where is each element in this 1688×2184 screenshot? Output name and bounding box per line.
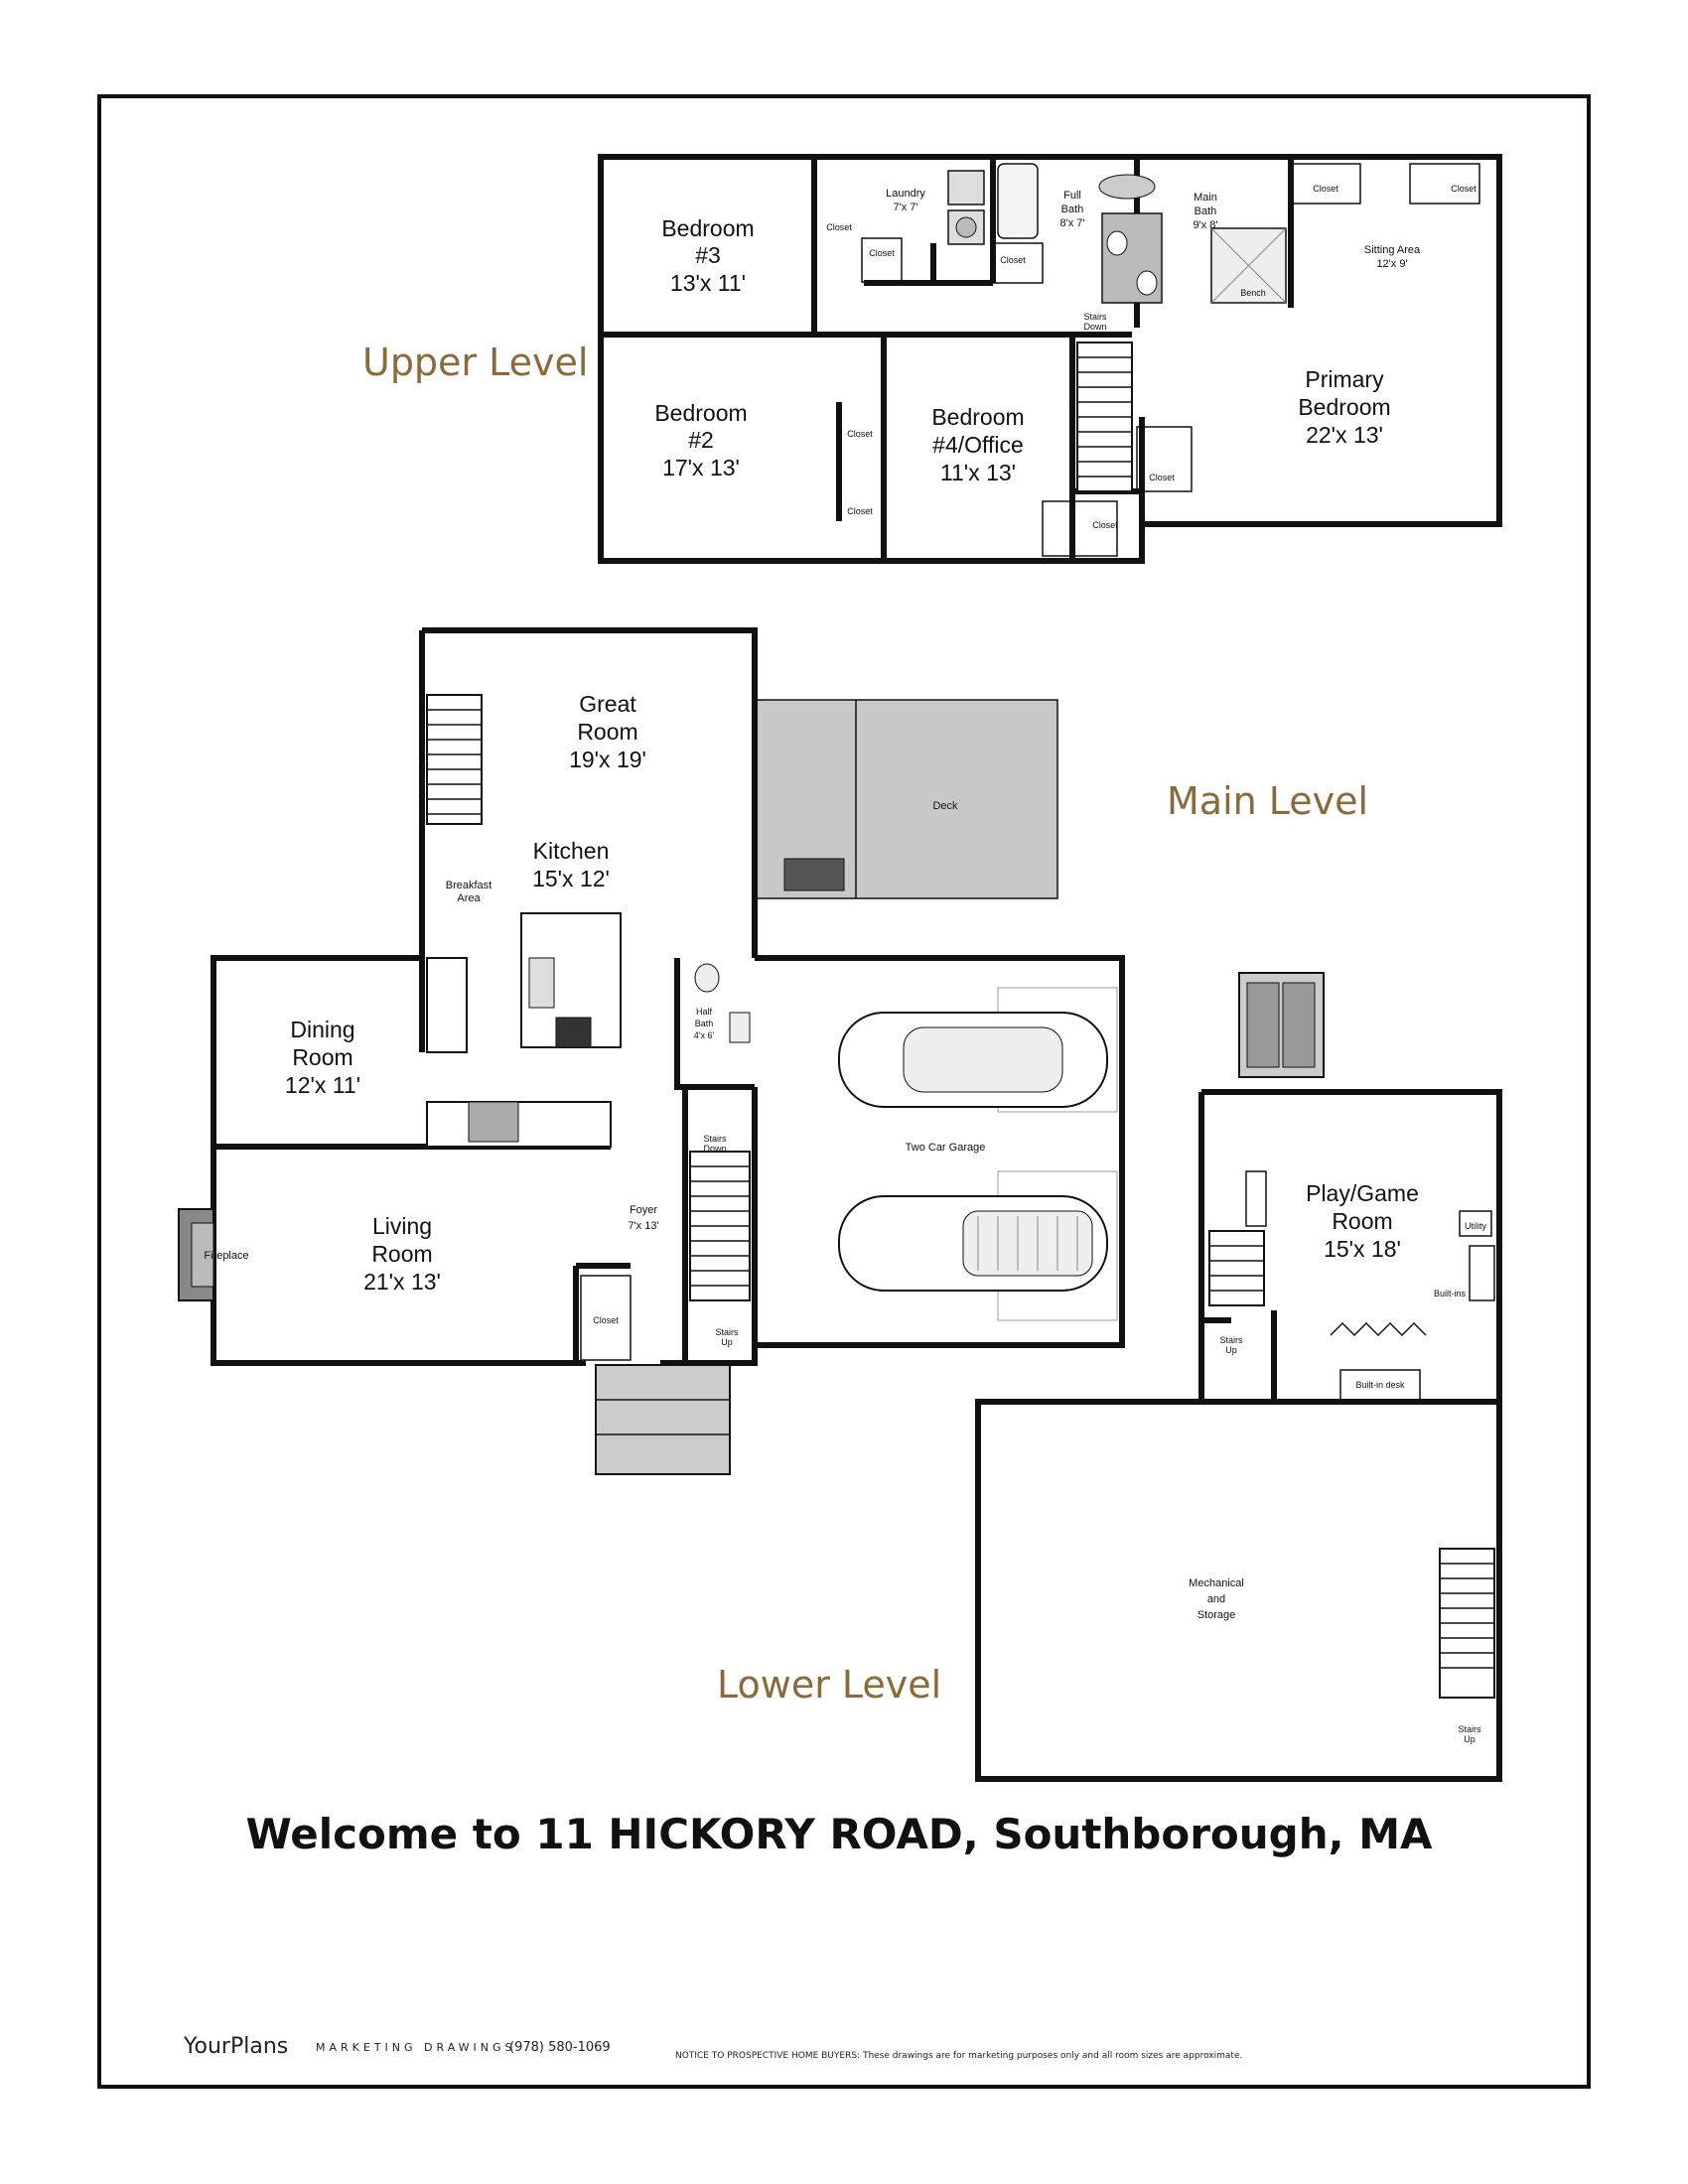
laundry-size: 7'x 7' xyxy=(894,202,918,213)
closet-label: Closet xyxy=(847,429,873,439)
great-room-size: 19'x 19' xyxy=(569,747,646,772)
foyer-label: Foyer xyxy=(630,1204,657,1216)
bedroom4-label: Bedroom xyxy=(931,404,1024,430)
stairs-up-label-2: Up xyxy=(721,1337,733,1347)
bedroom3-number: #3 xyxy=(695,242,721,268)
upper-level-label: Upper Level xyxy=(362,341,588,384)
closet-label: Closet xyxy=(869,248,895,258)
phone-number: (978) 580-1069 xyxy=(509,2040,611,2055)
primary-label: Primary xyxy=(1305,366,1384,392)
closet-label: Closet xyxy=(1451,184,1477,194)
bedroom4-size: 11'x 13' xyxy=(940,460,1016,485)
bedroom3-size: 13'x 11' xyxy=(670,270,746,296)
garage-label: Two Car Garage xyxy=(906,1142,986,1154)
closet-label: Closet xyxy=(1149,473,1175,482)
upper-level: Bedroom #3 13'x 11' Bedroom #2 17'x 13' … xyxy=(362,154,1502,564)
stairs-down-label: Stairs xyxy=(1083,312,1107,322)
dining-size: 12'x 11' xyxy=(285,1072,360,1098)
main-bath-label-2: Bath xyxy=(1195,205,1217,217)
mechanical-label-3: Storage xyxy=(1197,1609,1236,1621)
breakfast-label-2: Area xyxy=(457,892,481,904)
bedroom2-label: Bedroom xyxy=(654,400,747,426)
dining-label: Dining xyxy=(290,1017,354,1042)
full-bath-label-2: Bath xyxy=(1061,204,1084,215)
mechanical-label-2: and xyxy=(1207,1593,1225,1605)
half-bath-label: Half xyxy=(696,1007,713,1017)
play-room-label: Play/Game xyxy=(1306,1180,1419,1206)
great-room-label: Great xyxy=(579,691,636,717)
half-bath-label-2: Bath xyxy=(695,1019,714,1028)
stairs-down-label: Stairs xyxy=(703,1134,727,1144)
bench-label: Bench xyxy=(1240,288,1266,298)
sitting-size: 12'x 9' xyxy=(1376,258,1407,270)
living-size: 21'x 13' xyxy=(363,1269,441,1295)
stairs-up-label: Stairs xyxy=(1458,1724,1481,1734)
fireplace-label: Fireplace xyxy=(204,1250,248,1262)
bedroom2-number: #2 xyxy=(688,427,714,453)
builtins-label: Built-ins xyxy=(1434,1289,1467,1298)
brand-subtitle: MARKETING DRAWINGS xyxy=(316,2041,515,2054)
primary-label-2: Bedroom xyxy=(1298,394,1390,420)
play-room-size: 15'x 18' xyxy=(1324,1236,1401,1262)
primary-size: 22'x 13' xyxy=(1306,422,1383,448)
full-bath-label: Full xyxy=(1063,190,1081,202)
closet-label: Closet xyxy=(1000,255,1026,265)
stairs-up-label-2: Up xyxy=(1464,1734,1476,1744)
living-label: Living xyxy=(372,1213,432,1239)
play-room-label-2: Room xyxy=(1332,1208,1392,1234)
bedroom2-size: 17'x 13' xyxy=(662,455,740,480)
main-bath-label: Main xyxy=(1194,192,1217,204)
brand-logo: YourPlans xyxy=(183,2034,288,2059)
living-label-2: Room xyxy=(371,1241,432,1267)
page-title: Welcome to 11 HICKORY ROAD, Southborough… xyxy=(245,1810,1433,1858)
laundry-label: Laundry xyxy=(886,188,925,200)
kitchen-label: Kitchen xyxy=(533,838,610,864)
main-level: Great Room 19'x 19' Kitchen 15'x 12' Bre… xyxy=(178,627,1368,1475)
breakfast-label: Breakfast xyxy=(446,880,492,891)
notice-text: NOTICE TO PROSPECTIVE HOME BUYERS: These… xyxy=(675,2051,1242,2061)
bedroom4-number: #4/Office xyxy=(932,432,1024,458)
deck-label: Deck xyxy=(932,800,958,812)
great-room-label-2: Room xyxy=(577,719,637,745)
foyer-size: 7'x 13' xyxy=(628,1220,658,1232)
stairs-up-label: Stairs xyxy=(715,1327,739,1337)
builtin-desk-label: Built-in desk xyxy=(1355,1380,1405,1390)
half-bath-size: 4'x 6' xyxy=(694,1030,715,1040)
lower-level: Play/Game Room 15'x 18' Utility Built-in… xyxy=(717,972,1502,1782)
bedroom3-label: Bedroom xyxy=(661,215,754,241)
stairs-up-label-2: Up xyxy=(1225,1345,1237,1355)
closet-label: Closet xyxy=(1092,520,1118,530)
full-bath-size: 8'x 7' xyxy=(1060,217,1085,229)
closet-label: Closet xyxy=(847,506,873,516)
stairs-down-label-2: Down xyxy=(703,1144,726,1154)
kitchen-size: 15'x 12' xyxy=(532,866,610,891)
lower-level-label: Lower Level xyxy=(717,1663,941,1706)
page-frame xyxy=(97,94,1591,2089)
closet-label: Closet xyxy=(826,222,852,232)
mechanical-label: Mechanical xyxy=(1189,1577,1244,1589)
stairs-up-label: Stairs xyxy=(1219,1335,1243,1345)
dining-label-2: Room xyxy=(292,1044,352,1070)
main-level-label: Main Level xyxy=(1167,779,1368,823)
utility-label: Utility xyxy=(1465,1221,1486,1231)
stairs-down-label-2: Down xyxy=(1083,322,1106,332)
closet-label: Closet xyxy=(593,1315,619,1325)
main-bath-size: 9'x 8' xyxy=(1194,219,1218,231)
sitting-label: Sitting Area xyxy=(1364,244,1421,256)
closet-label: Closet xyxy=(1313,184,1338,194)
